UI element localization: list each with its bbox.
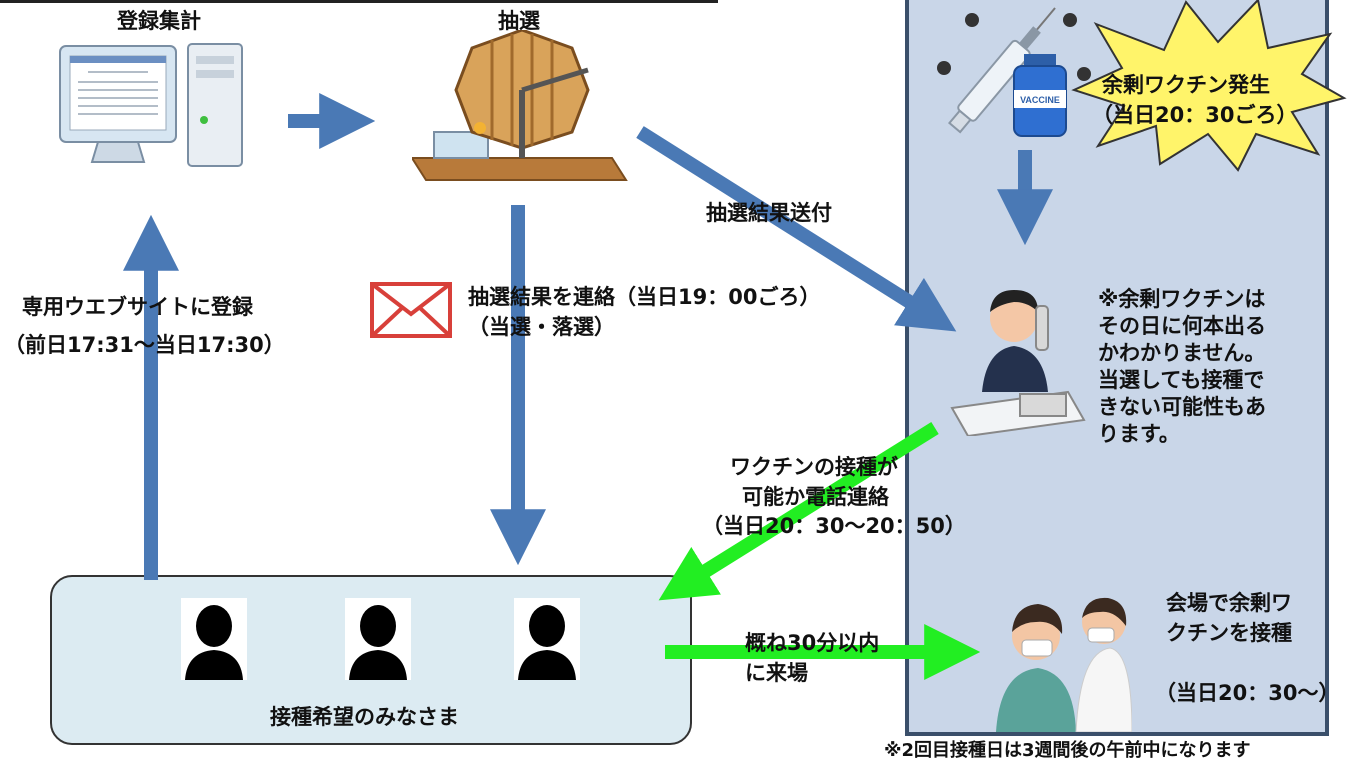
note-line: 当選しても接種で xyxy=(1098,368,1265,392)
phone-line-2: 可能か電話連絡 xyxy=(742,485,889,509)
tally-title: 登録集計 xyxy=(117,9,201,33)
top-divider xyxy=(0,0,718,3)
virus-icon xyxy=(937,13,1091,81)
register-line-1: 専用ウエブサイトに登録 xyxy=(22,295,253,319)
lottery-title: 抽選 xyxy=(498,9,540,33)
note-line: ります。 xyxy=(1098,422,1180,446)
note-line: ※余剰ワクチンは xyxy=(1098,287,1266,311)
mail-icon xyxy=(370,282,452,338)
syringe-icon xyxy=(937,7,1091,134)
person-silhouette-icon xyxy=(181,598,247,680)
vaccine-bottle-icon: VACCINE xyxy=(1013,54,1067,137)
send-results-label: 抽選結果送付 xyxy=(706,201,832,225)
note-line: その日に何本出る xyxy=(1098,314,1266,338)
surplus-line-2: （当日20：30ごろ） xyxy=(1092,103,1298,127)
note-line: かわかりません。 xyxy=(1098,341,1266,365)
phone-line-1: ワクチンの接種が xyxy=(730,455,898,479)
arrive-line-1: 概ね30分以内 xyxy=(745,631,880,655)
surplus-burst xyxy=(1071,0,1347,172)
operator-phone-icon xyxy=(950,290,1086,436)
svg-text:VACCINE: VACCINE xyxy=(1020,95,1060,105)
arrow-phone-to-people xyxy=(658,422,939,601)
arrive-line-2: に来場 xyxy=(745,661,808,685)
contact-line-1: 抽選結果を連絡（当日19：00ごろ） xyxy=(468,285,821,309)
computer-icon xyxy=(59,43,243,167)
lottery-drum-icon xyxy=(412,30,628,181)
register-line-2: （前日17:31～当日17:30） xyxy=(4,333,285,357)
applicants-label: 接種希望のみなさま xyxy=(270,705,459,729)
contact-line-2: （当選・落選） xyxy=(468,315,615,339)
footer-note: ※2回目接種日は3週間後の午前中になります xyxy=(884,740,1251,761)
person-silhouette-icon xyxy=(345,598,411,680)
availability-note: ※余剰ワクチンは その日に何本出る かわかりません。 当選しても接種で きない可… xyxy=(1098,286,1266,448)
arrow-results-to-operator xyxy=(636,126,957,332)
surplus-line-1: 余剰ワクチン発生 xyxy=(1102,73,1270,97)
arrows-layer xyxy=(123,93,1053,680)
nurse-vaccination-icon xyxy=(996,597,1132,732)
phone-line-3: （当日20：30～20：50） xyxy=(702,514,966,538)
venue-line-2: クチンを接種 xyxy=(1166,621,1292,645)
person-silhouette-icon xyxy=(514,598,580,680)
venue-line-1: 会場で余剰ワ xyxy=(1166,591,1292,615)
note-line: きない可能性もあ xyxy=(1098,395,1266,419)
venue-time: （当日20：30～） xyxy=(1155,681,1340,705)
